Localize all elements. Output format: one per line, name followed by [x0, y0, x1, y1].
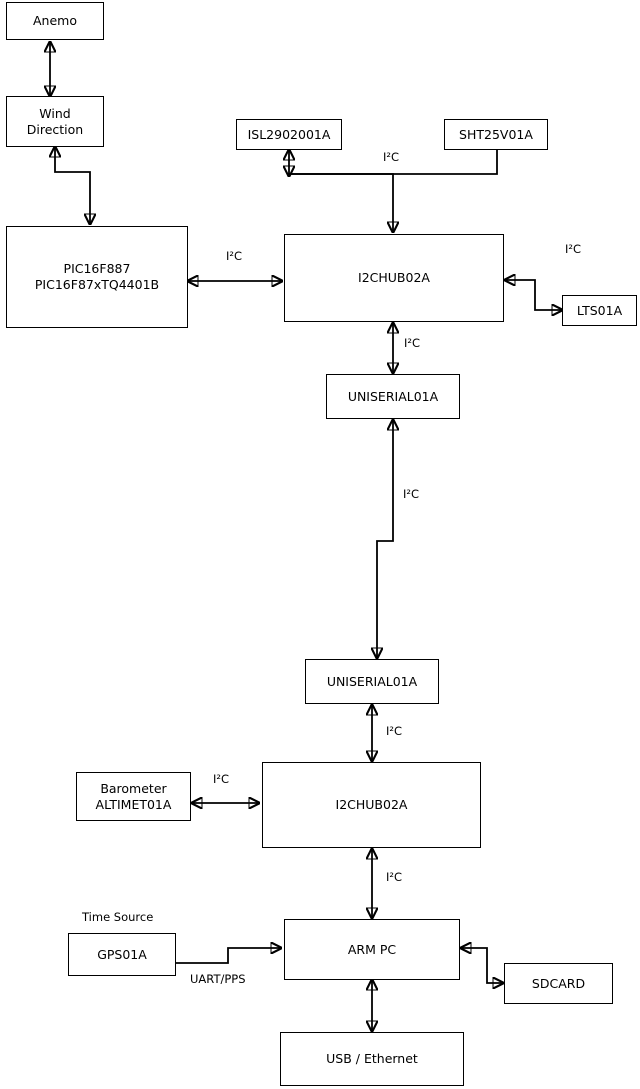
node-sdcard[interactable]: SDCARD [504, 963, 613, 1004]
node-i2chub02a-top[interactable]: I2CHUB02A [284, 234, 504, 322]
edge-label-time-source: Time Source [82, 910, 154, 924]
wire-gps-armpc [176, 948, 281, 964]
edge-label-i2c-isl-sht: I²C [383, 150, 400, 164]
edge-label-i2c-hub-armpc: I²C [386, 870, 403, 884]
node-uniserial01a-top[interactable]: UNISERIAL01A [326, 374, 460, 419]
wire-bus-isl-hub [289, 150, 393, 232]
edge-label-i2c-uniserial-hub: I²C [386, 724, 403, 738]
node-lts01a[interactable]: LTS01A [562, 295, 637, 326]
node-usb-ethernet[interactable]: USB / Ethernet [280, 1032, 464, 1086]
wire-i2chub-lts [505, 280, 562, 310]
node-isl2902001a[interactable]: ISL2902001A [236, 119, 342, 150]
node-anemo[interactable]: Anemo [6, 2, 104, 40]
node-gps01a[interactable]: GPS01A [68, 933, 176, 976]
edge-label-i2c-hub-lts: I²C [565, 242, 582, 256]
wire-uniserial-link [377, 420, 393, 658]
node-wind-direction[interactable]: Wind Direction [6, 96, 104, 147]
edge-label-i2c-pic-hub: I²C [226, 249, 243, 263]
edge-label-i2c-baro-hub: I²C [213, 772, 230, 786]
node-uniserial01a-bottom[interactable]: UNISERIAL01A [305, 659, 439, 704]
node-arm-pc[interactable]: ARM PC [284, 919, 460, 980]
edge-label-i2c-hub-uniserial: I²C [404, 336, 421, 350]
wire-winddir-pic [55, 147, 90, 224]
node-pic[interactable]: PIC16F887 PIC16F87xTQ4401B [6, 226, 188, 328]
node-barometer[interactable]: Barometer ALTIMET01A [76, 772, 191, 821]
edge-label-uart-pps: UART/PPS [190, 972, 246, 986]
edge-label-i2c-uniserial-link: I²C [403, 487, 420, 501]
node-i2chub02a-bottom[interactable]: I2CHUB02A [262, 762, 481, 848]
node-sht25v01a[interactable]: SHT25V01A [444, 119, 548, 150]
wire-armpc-sdcard [461, 948, 503, 983]
